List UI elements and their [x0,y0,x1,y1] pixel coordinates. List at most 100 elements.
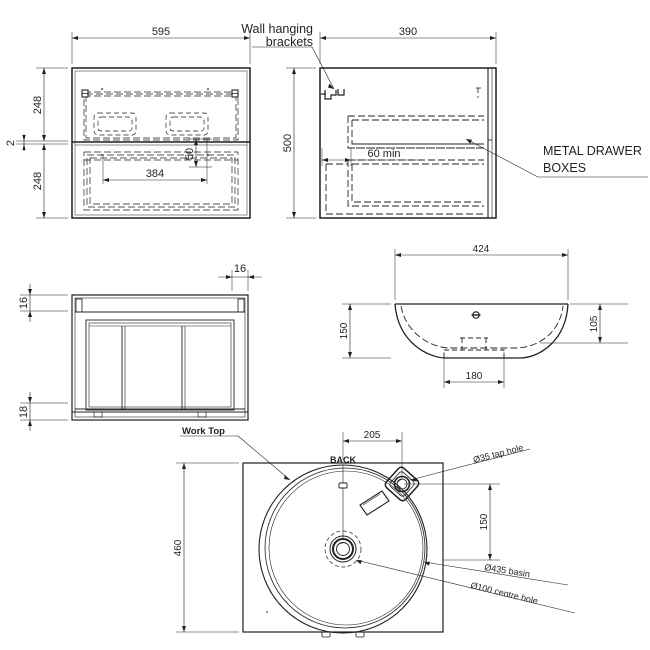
dim-label-2: 2 [5,140,17,146]
dim-label-16-horizontal: 16 [234,263,246,275]
arrow-head [284,475,290,480]
wall-bracket-right-symbol [231,89,239,98]
foot-right [197,411,207,418]
tap-hole-detail [397,479,403,483]
dim-label-384: 384 [146,168,164,180]
arrow-head [343,439,349,443]
dim-label-248-upper: 248 [32,96,44,114]
arrow-head [322,158,328,162]
lower-metal-drawer-hidden [325,164,484,215]
callout-wall-hanging-brackets-line2: brackets [266,35,313,49]
arrow-head [22,135,26,141]
dim-label-150-plan: 150 [479,513,490,530]
callout-wall-hanging-brackets-line1: Wall hanging [241,22,313,36]
upper-left-cutout-inner [97,116,133,132]
arrow-head [182,463,186,469]
callout-metal-drawer-boxes-line1: METAL DRAWER [543,144,642,158]
arrow-head [244,36,250,40]
dim-label-595: 595 [152,26,170,38]
lower-metal-drawer-hidden-inner2 [351,164,484,203]
dim-label-150-basin: 150 [339,322,350,339]
lower-drawer-box-hidden-inner [86,154,236,208]
lower-drawer-box-hidden [83,151,239,211]
dim-label-16-vertical: 16 [18,297,30,309]
centre-hole-inner [336,542,350,556]
cabinet-frame-plan-view [20,270,262,431]
tap-hole-plate-inner [389,471,415,497]
front-foot-left [321,631,331,638]
dim-label-180: 180 [466,371,483,382]
arrow-head [28,397,32,403]
label-work-top: Work Top [182,426,225,437]
centre-mark-dot [207,88,209,90]
dim-label-390: 390 [399,26,417,38]
arrow-head [248,275,254,279]
arrow-head [194,161,198,167]
dim-label-205: 205 [364,430,381,441]
arrow-head [598,304,602,310]
arrow-head [42,144,46,150]
centre-hole-dashed-circle [324,530,362,568]
arrow-head [424,561,430,566]
dim-label-460: 460 [173,539,184,556]
dim-label-60min: 60 min [367,148,400,160]
front-elevation-view [16,32,251,219]
dim-label-500: 500 [282,134,294,152]
tap-spout [359,490,390,516]
basin-inner-circle-2 [268,470,424,626]
arrow-head [488,554,492,560]
frame-outer-inner [74,297,246,418]
arrow-head [292,68,296,74]
cabinet-front-body [71,67,251,219]
frame-inner-box-2 [88,322,232,408]
arrow-head [22,144,26,150]
centre-mark-dot [101,154,103,156]
side-elevation-view [252,32,648,219]
arrow-head [42,68,46,74]
centre-mark-dot [207,154,209,156]
upper-right-cutout-inner [169,116,205,132]
leader-line-taphole [409,448,531,481]
arrow-head [348,304,352,310]
basin-inner-profile-hidden [400,305,564,349]
arrow-head [182,626,186,632]
arrow-head [562,253,568,257]
waste-hidden [461,338,487,350]
callout-metal-drawer-boxes-line2: BOXES [543,161,586,175]
bracket-plan-left [75,298,83,313]
arrow-head [410,477,417,482]
wall-bracket-side-symbol [321,89,345,100]
corner-mark [266,611,268,613]
arrow-head [320,36,326,40]
arrow-head [226,275,232,279]
arrow-head [28,420,32,426]
upper-left-cutout [93,112,137,136]
leader-line-brackets [311,46,335,90]
arrow-head [444,380,450,384]
centre-mark-dot [101,88,103,90]
tap-hole-plate [384,466,420,502]
dim-label-18: 18 [18,406,30,418]
worktop-plan-view [176,432,576,638]
leader-line-worktop [237,435,291,481]
arrow-head [42,212,46,218]
arrow-head [345,158,351,162]
dim-label-424: 424 [473,244,490,255]
wall-bracket-left-symbol [81,89,89,98]
arrow-head [72,36,78,40]
arrow-head [292,212,296,218]
overflow-symbol [471,311,481,319]
arrow-head [466,139,472,144]
cabinet-front-inner [74,70,248,216]
arrow-head [498,380,504,384]
arrow-head [396,439,402,443]
arrow-head [488,484,492,490]
arrow-head [42,135,46,141]
centre-hole-detail [336,542,344,547]
arrow-head [490,36,496,40]
basin-elevation-view [342,249,628,388]
upper-drawer-box-hidden [83,91,239,141]
